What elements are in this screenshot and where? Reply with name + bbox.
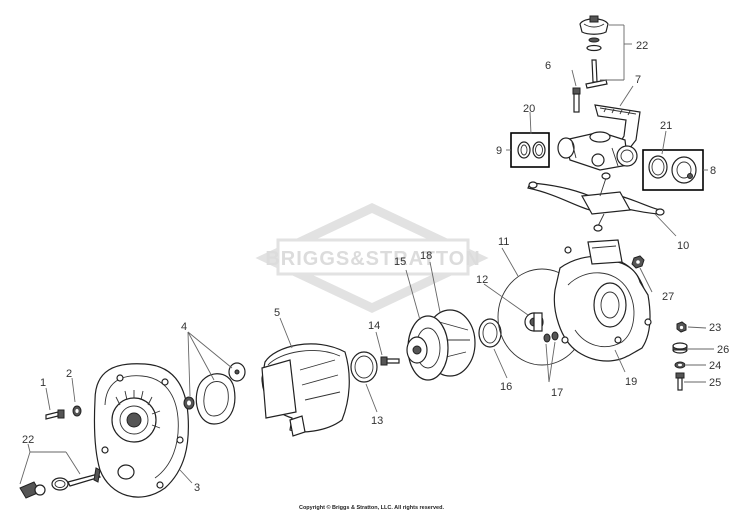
callout-16: 16 [500, 381, 512, 393]
callout-9: 9 [496, 145, 502, 157]
callout-22-bottom: 22 [22, 434, 34, 446]
callout-25: 25 [709, 377, 721, 389]
pump-casing-part-19 [553, 239, 652, 362]
watermark-brand-text: BRIGGS&STRATTON [265, 248, 480, 270]
o-rings-part-17 [543, 331, 559, 343]
callout-11: 11 [498, 236, 509, 248]
callout-12: 12 [476, 274, 488, 286]
callout-18: 18 [420, 250, 432, 262]
nut-part-27 [631, 255, 645, 269]
callout-2: 2 [66, 368, 72, 380]
mount-part-26 [672, 342, 688, 354]
callout-10: 10 [677, 240, 689, 252]
callout-6: 6 [545, 60, 551, 72]
callout-1: 1 [40, 377, 46, 389]
bolt-part-25 [675, 372, 685, 391]
callout-7: 7 [635, 74, 641, 86]
priming-cap-assembly [579, 15, 609, 89]
copyright-notice: Copyright © Briggs & Stratton, LLC. All … [298, 505, 444, 511]
callout-8: 8 [710, 165, 716, 177]
callout-5: 5 [274, 307, 280, 319]
o-ring-part-13 [350, 351, 378, 383]
nut-part-23 [676, 321, 687, 333]
callout-labels: 1 2 3 4 5 6 7 8 9 10 11 12 13 14 15 16 1… [22, 40, 729, 494]
callout-20: 20 [523, 103, 535, 115]
callout-22-top: 22 [636, 40, 648, 52]
pump-cover-part-3 [93, 363, 189, 498]
callout-4: 4 [181, 321, 187, 333]
callout-13: 13 [371, 415, 383, 427]
mechanical-seal-part-12 [524, 312, 544, 332]
callout-14: 14 [368, 320, 380, 332]
check-valve-part-4 [183, 362, 246, 425]
drain-plug-assembly [19, 467, 101, 499]
outlet-frame-part-7 [557, 104, 641, 171]
o-ring-kit-part-9 [510, 132, 550, 168]
impeller-part-15 [406, 309, 476, 381]
diffuser-part-5 [261, 343, 350, 437]
bolt-part-6 [572, 87, 581, 113]
frame-gasket-part-10 [527, 172, 665, 232]
wear-ring-part-16 [478, 318, 502, 348]
callout-27: 27 [662, 291, 674, 303]
callout-19: 19 [625, 376, 637, 388]
cap-kit-part-8 [642, 149, 704, 191]
callout-17: 17 [551, 387, 563, 399]
briggs-stratton-watermark: BRIGGS&STRATTON [255, 203, 489, 313]
bolt-part-1 [45, 409, 65, 420]
washer-part-2 [72, 405, 82, 417]
callout-26: 26 [717, 344, 729, 356]
callout-23: 23 [709, 322, 721, 334]
leader-lines [19, 24, 714, 485]
bolt-part-14 [380, 356, 400, 366]
callout-24: 24 [709, 360, 721, 372]
washer-part-24 [674, 361, 686, 369]
callout-3: 3 [194, 482, 200, 494]
callout-21: 21 [660, 120, 672, 132]
callout-15: 15 [394, 256, 406, 268]
